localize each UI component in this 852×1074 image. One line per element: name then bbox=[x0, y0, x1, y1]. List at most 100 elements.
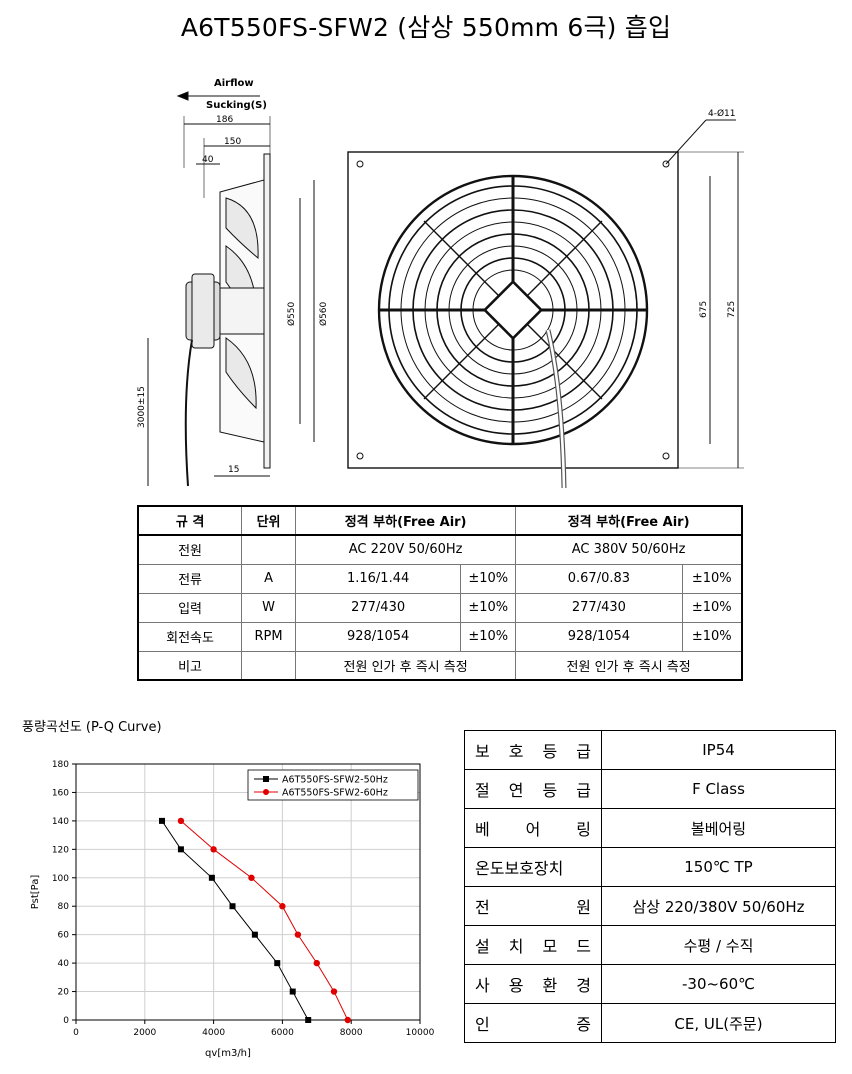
x-tick-label: 4000 bbox=[202, 1028, 225, 1038]
spec-value: AC 380V 50/60Hz bbox=[515, 534, 743, 565]
feature-key-char: 급 bbox=[576, 742, 591, 761]
spec-tolerance: ±10% bbox=[681, 592, 743, 623]
data-point bbox=[274, 960, 281, 967]
data-point bbox=[344, 1016, 351, 1024]
y-tick-label: 180 bbox=[52, 760, 69, 770]
feature-key-char: 연 bbox=[508, 781, 524, 800]
legend-box bbox=[247, 769, 419, 801]
spec-unit: A bbox=[241, 563, 296, 594]
spec-header-load-220: 정격 부하(Free Air) bbox=[294, 505, 517, 536]
feature-value: F Class bbox=[601, 769, 836, 809]
spec-header-row: 규 격 단위 정격 부하(Free Air) 정격 부하(Free Air) bbox=[137, 505, 743, 536]
dim-dia550: Ø550 bbox=[286, 301, 297, 326]
data-point bbox=[279, 903, 286, 910]
y-tick-label: 60 bbox=[58, 931, 70, 941]
x-tick-label: 8000 bbox=[340, 1028, 363, 1038]
spec-value: 928/1054 bbox=[515, 621, 683, 652]
spec-header-spec: 규 격 bbox=[137, 505, 243, 536]
feature-key-char: 등 bbox=[542, 742, 558, 761]
feature-value: 볼베어링 bbox=[601, 808, 836, 848]
curve-caption: 풍량곡선도 (P-Q Curve) bbox=[22, 720, 162, 735]
legend-marker bbox=[263, 789, 269, 795]
dim-725: 725 bbox=[727, 301, 737, 318]
spec-row-input: 입력 W 277/430 ±10% 277/430 ±10% bbox=[137, 592, 743, 623]
feature-key-char: 급 bbox=[576, 781, 591, 800]
x-tick-label: 6000 bbox=[271, 1028, 294, 1038]
y-tick-label: 0 bbox=[63, 1016, 69, 1026]
spec-row-power: 전원 AC 220V 50/60Hz AC 380V 50/60Hz bbox=[137, 534, 743, 565]
spec-header-unit: 단위 bbox=[241, 505, 296, 536]
x-axis-label: qv[m3/h] bbox=[205, 1048, 251, 1059]
feature-key-char: 원 bbox=[576, 898, 591, 917]
spec-value: 전원 인가 후 즉시 측정 bbox=[294, 650, 517, 681]
data-point bbox=[248, 874, 255, 881]
feature-key-char: 설 bbox=[475, 937, 490, 956]
series-line bbox=[180, 820, 349, 1021]
spec-value: 277/430 bbox=[515, 592, 683, 623]
dim-675: 675 bbox=[699, 301, 709, 318]
spec-unit: W bbox=[241, 592, 296, 623]
spec-header-load-380: 정격 부하(Free Air) bbox=[515, 505, 743, 536]
feature-key-char: 어 bbox=[525, 820, 541, 839]
spec-label: 회전속도 bbox=[137, 621, 243, 652]
plot-frame bbox=[75, 763, 421, 1021]
sucking-label: Sucking(S) bbox=[206, 100, 267, 111]
spec-table: 규 격 단위 정격 부하(Free Air) 정격 부하(Free Air) 전… bbox=[137, 505, 743, 681]
spec-value: 전원 인가 후 즉시 측정 bbox=[515, 650, 743, 681]
data-point bbox=[294, 931, 302, 938]
dim-holes: 4-Ø11 bbox=[708, 108, 736, 119]
feature-key-char: 사 bbox=[475, 976, 490, 995]
series-line bbox=[161, 820, 309, 1021]
spec-tolerance: ±10% bbox=[681, 563, 743, 594]
data-point bbox=[289, 988, 296, 995]
spec-tolerance: ±10% bbox=[681, 621, 743, 652]
y-tick-label: 160 bbox=[52, 788, 69, 798]
spec-unit bbox=[241, 534, 296, 565]
feature-key-chars: 온도보호장치 bbox=[475, 855, 591, 879]
feature-key-char: 용 bbox=[508, 976, 524, 995]
data-point bbox=[208, 874, 215, 881]
feature-key-char: 호 bbox=[508, 742, 524, 761]
feature-value: -30~60℃ bbox=[601, 964, 836, 1004]
spec-value: 928/1054 bbox=[294, 621, 462, 652]
feature-key-char: 드 bbox=[576, 937, 591, 956]
legend-marker bbox=[263, 776, 269, 782]
airflow-label: Airflow bbox=[214, 78, 254, 89]
legend-label: A6T550FS-SFW2-50Hz bbox=[282, 775, 388, 786]
spec-unit: RPM bbox=[241, 621, 296, 652]
feature-value: IP54 bbox=[601, 730, 836, 770]
spec-tolerance: ±10% bbox=[460, 592, 517, 623]
y-tick-label: 80 bbox=[58, 902, 70, 912]
spec-row-rpm: 회전속도 RPM 928/1054 ±10% 928/1054 ±10% bbox=[137, 621, 743, 652]
spec-row-current: 전류 A 1.16/1.44 ±10% 0.67/0.83 ±10% bbox=[137, 563, 743, 594]
y-tick-label: 100 bbox=[52, 874, 69, 884]
feature-key-char: 치 bbox=[508, 937, 524, 956]
x-tick-label: 10000 bbox=[406, 1028, 435, 1038]
spec-unit bbox=[241, 650, 296, 681]
data-point bbox=[177, 817, 185, 825]
feature-key-char: 증 bbox=[576, 1015, 591, 1034]
feature-key-char: 모 bbox=[542, 937, 558, 956]
spec-tolerance: ±10% bbox=[460, 563, 517, 594]
dim-150: 150 bbox=[224, 137, 241, 147]
feature-value: 삼상 220/380V 50/60Hz bbox=[601, 886, 836, 926]
x-tick-label: 2000 bbox=[133, 1028, 156, 1038]
feature-value: 수평 / 수직 bbox=[601, 925, 836, 965]
data-point bbox=[313, 959, 320, 967]
